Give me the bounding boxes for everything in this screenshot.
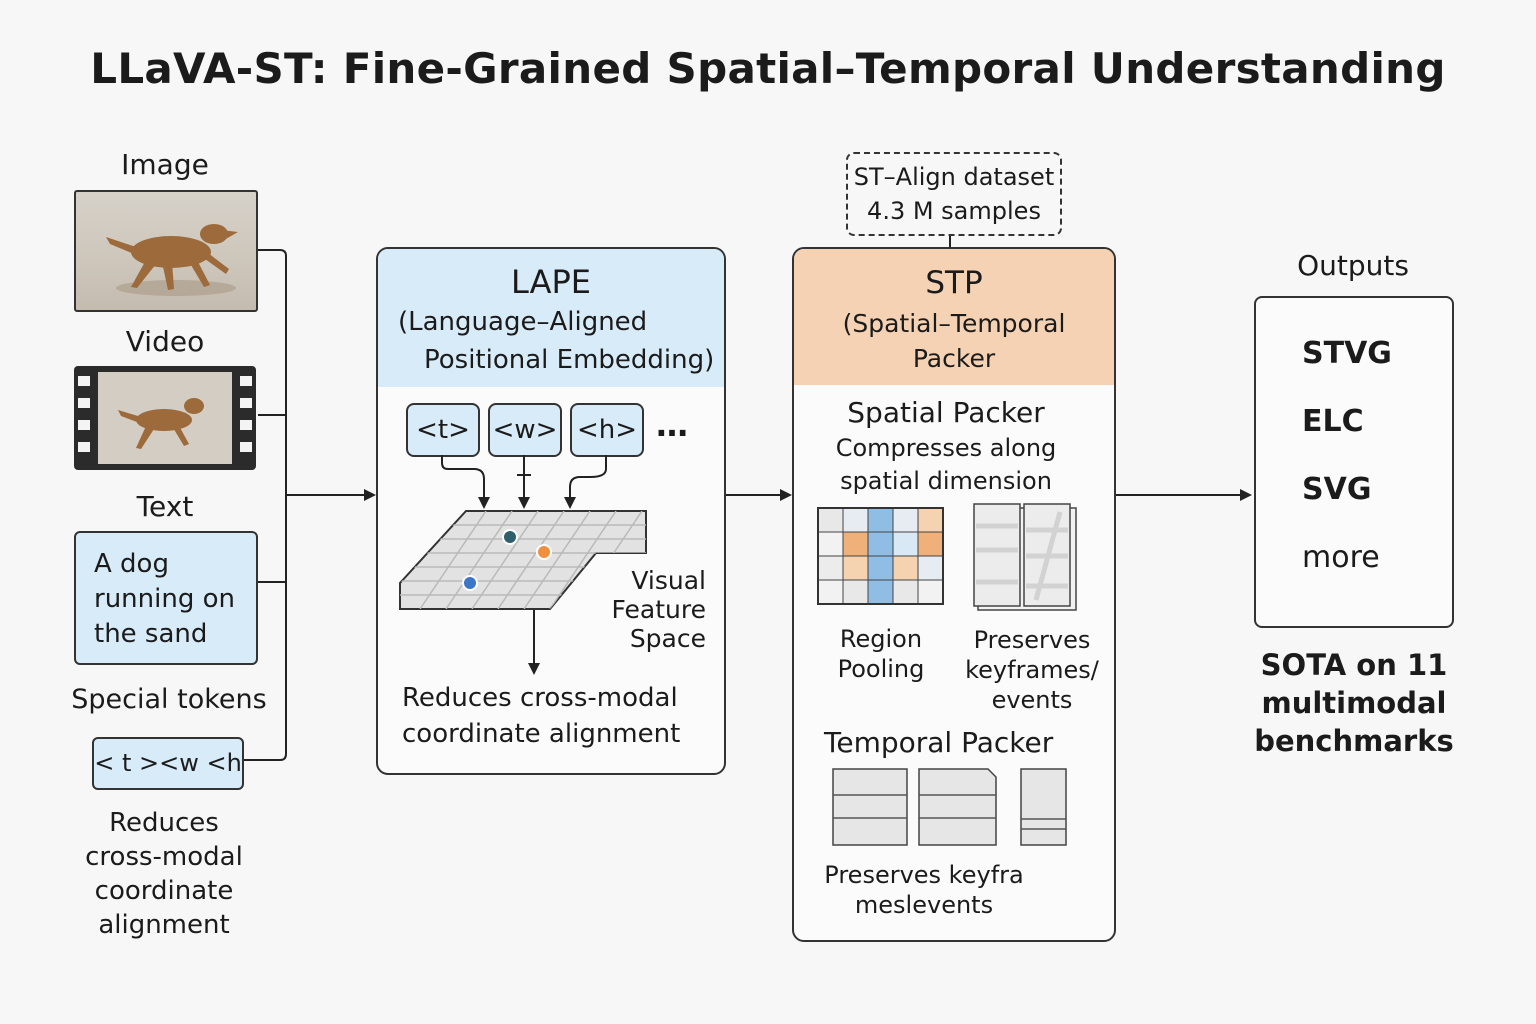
region-pooling-grid <box>817 507 944 605</box>
stp-subtitle-line2: Packer <box>912 344 996 373</box>
visual-feature-grid <box>399 455 647 675</box>
dog-image <box>106 224 238 296</box>
film-icon <box>78 372 252 464</box>
feature-dot-blue <box>464 577 476 589</box>
token-t: <t> <box>406 403 480 457</box>
region-pooling-label: Region Pooling <box>837 625 925 683</box>
temporal-frames <box>832 768 1067 846</box>
visual-feature-space-label: Visual Feature Space <box>611 566 706 653</box>
lape-subtitle-line2: Positional Embedding) <box>424 345 715 375</box>
token-w: <w> <box>488 403 562 457</box>
temporal-packer-title: Temporal Packer <box>824 726 1054 759</box>
lape-header: LAPE (Language–Aligned Positional Embedd… <box>378 249 724 387</box>
stp-title: STP <box>925 265 983 301</box>
video-label: Video <box>125 325 205 358</box>
special-tokens-label: Special tokens <box>71 684 267 715</box>
stp-subtitle-line1: (Spatial–Temporal <box>842 309 1066 338</box>
diagram-title: LLaVA-ST: Fine-Grained Spatial–Temporal … <box>90 44 1446 93</box>
spatial-packer-desc: Compresses along spatial dimension <box>835 434 1057 495</box>
token-ellipsis: … <box>656 406 688 444</box>
dataset-name: ST–Align dataset <box>853 163 1055 191</box>
lape-title: LAPE <box>511 263 591 301</box>
spatial-packer-title: Spatial Packer <box>847 396 1045 429</box>
special-tokens-box: < t ><w <h <box>92 737 244 790</box>
text-content: A dog running on the sand <box>94 549 235 649</box>
image-label: Image <box>121 148 209 181</box>
feature-dot-teal <box>504 531 516 543</box>
text-input-box: A dog running on the sand <box>74 531 258 665</box>
text-label: Text <box>136 490 194 523</box>
image-thumbnail <box>74 190 258 312</box>
output-item-elc: ELC <box>1302 404 1364 439</box>
lape-subtitle-line1: (Language–Aligned <box>398 307 648 337</box>
special-tokens-value: < t ><w <h <box>94 749 242 777</box>
stp-header: STP (Spatial–Temporal Packer <box>794 249 1114 385</box>
output-item-stvg: STVG <box>1302 336 1392 371</box>
video-filmstrip <box>74 366 256 470</box>
keyframe-stack <box>973 503 1077 611</box>
temporal-packer-caption: Preserves keyframeslevents <box>824 861 1024 919</box>
sota-caption: SOTA on 11 multimodal benchmarks <box>1254 648 1454 758</box>
dataset-size: 4.3 M samples <box>867 197 1041 225</box>
output-item-svg: SVG <box>1302 472 1372 507</box>
output-item-more: more <box>1302 540 1380 575</box>
preserves-keyframes-label: Preserves keyframes/ events <box>965 626 1099 714</box>
token-h: <h> <box>570 403 644 457</box>
outputs-box <box>1254 296 1454 628</box>
lape-caption: Reduces cross-modal coordinate alignment <box>402 683 681 749</box>
feature-dot-orange <box>538 546 550 558</box>
inputs-caption: Reduces cross-modal coordinate alignment <box>85 808 243 940</box>
outputs-label: Outputs <box>1297 249 1409 282</box>
st-align-dataset-box: ST–Align dataset 4.3 M samples <box>846 152 1062 236</box>
